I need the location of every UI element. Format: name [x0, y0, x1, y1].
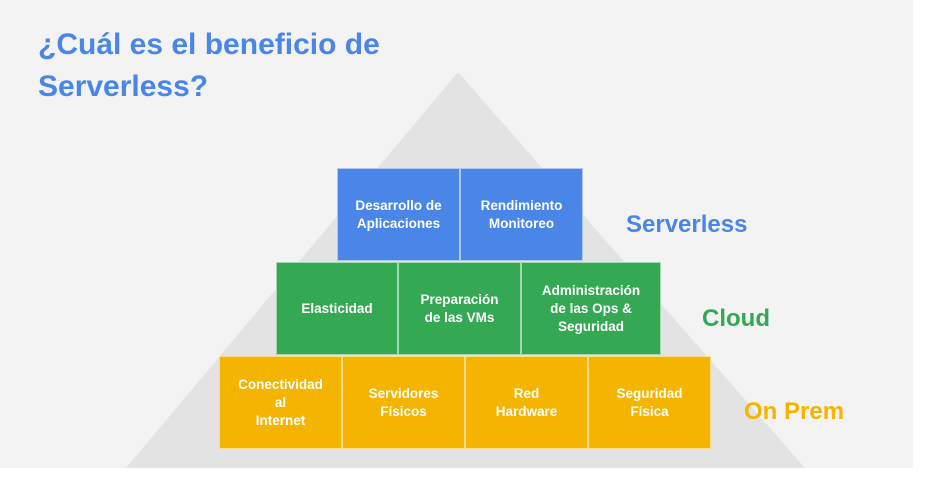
right-margin [913, 0, 933, 482]
tier-label-on-prem: On Prem [744, 398, 845, 425]
block-desarrollo-aplicaciones: Desarrollo de Aplicaciones [337, 168, 460, 261]
block-conectividad-internet: Conectividad al Internet [219, 356, 342, 449]
block-rendimiento-monitoreo: Rendimiento Monitoreo [460, 168, 583, 261]
tier-label-serverless: Serverless [626, 211, 748, 238]
title-line-2: Serverless? [38, 70, 209, 103]
block-preparacion-vms: Preparación de las VMs [398, 262, 521, 355]
block-red-hardware: Red Hardware [465, 356, 588, 449]
bottom-margin [0, 468, 913, 482]
block-elasticidad: Elasticidad [276, 262, 398, 355]
title-line-1: ¿Cuál es el beneficio de [38, 28, 380, 61]
block-administracion-ops-seguridad: Administración de las Ops & Seguridad [521, 262, 661, 355]
tier-label-cloud: Cloud [702, 305, 770, 332]
page-title: ¿Cuál es el beneficio de Serverless? [38, 24, 380, 108]
block-seguridad-fisica: Seguridad Física [588, 356, 711, 449]
block-servidores-fisicos: Servidores Físicos [342, 356, 465, 449]
